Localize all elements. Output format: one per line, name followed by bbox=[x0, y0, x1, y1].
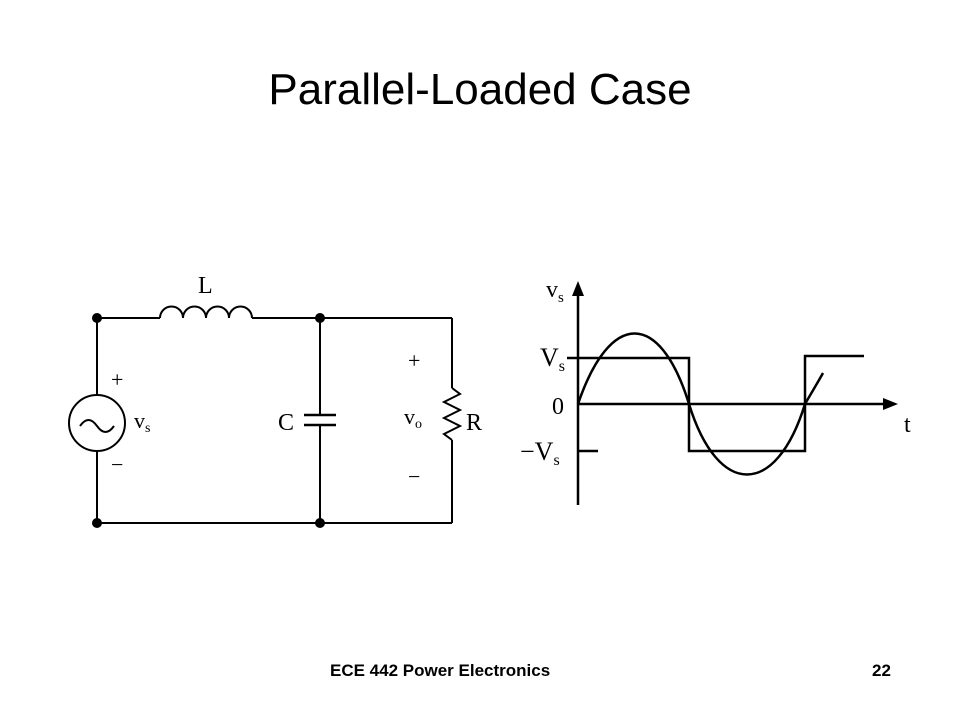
capacitor-label: C bbox=[278, 410, 294, 436]
square-wave bbox=[578, 354, 864, 453]
source-plus-sign: + bbox=[111, 367, 123, 392]
node-dot bbox=[92, 313, 102, 323]
sine-wave bbox=[576, 332, 825, 476]
y-axis-arrow-icon bbox=[572, 281, 584, 296]
level-zero-label: 0 bbox=[552, 394, 564, 420]
footer-course-name: ECE 442 Power Electronics bbox=[330, 661, 551, 680]
footer-page-number: 22 bbox=[872, 661, 891, 680]
waveform-labels: vs t Vs 0 −Vs bbox=[520, 277, 911, 469]
sine-glyph-icon bbox=[79, 419, 115, 433]
x-axis-label: t bbox=[904, 412, 911, 438]
ac-source-icon bbox=[68, 394, 126, 452]
output-minus-sign: − bbox=[408, 464, 420, 489]
output-plus-sign: + bbox=[408, 348, 420, 373]
circuit-labels: L C R + − vs + − vo bbox=[111, 273, 482, 489]
source-minus-sign: − bbox=[111, 452, 123, 477]
level-high-label: Vs bbox=[540, 343, 565, 375]
resistor-symbol bbox=[441, 387, 463, 441]
node-dot bbox=[315, 313, 325, 323]
y-axis-label: vs bbox=[546, 277, 564, 306]
resistor-label: R bbox=[466, 410, 482, 436]
output-voltage-label: vo bbox=[404, 404, 422, 432]
x-axis-arrow-icon bbox=[883, 398, 898, 410]
node-dot bbox=[315, 518, 325, 528]
source-voltage-label: vs bbox=[134, 408, 150, 436]
node-dot bbox=[92, 518, 102, 528]
slide-title: Parallel-Loaded Case bbox=[268, 65, 692, 114]
inductor-symbol bbox=[159, 305, 253, 319]
waveform-plot bbox=[567, 281, 898, 505]
inductor-label: L bbox=[198, 273, 213, 299]
circuit-diagram bbox=[68, 305, 463, 524]
junction-dots bbox=[92, 313, 325, 528]
level-low-label: −Vs bbox=[520, 437, 560, 469]
